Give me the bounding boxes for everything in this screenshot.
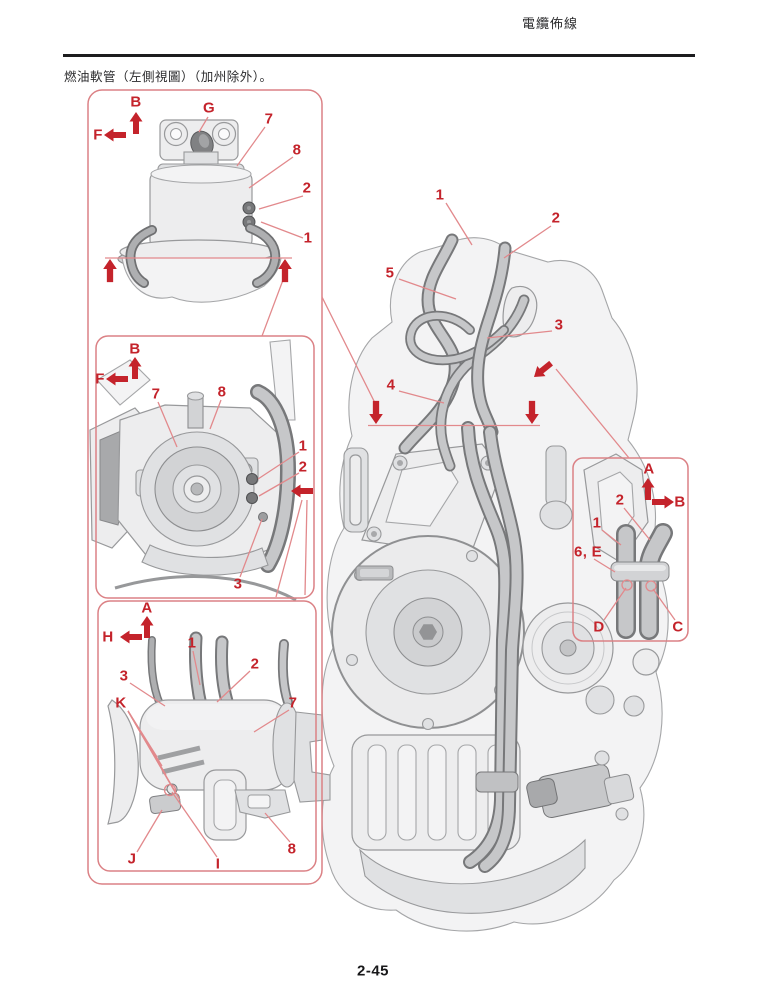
axis-label-b: B bbox=[130, 93, 142, 111]
axis-label-f: F bbox=[93, 126, 103, 144]
axis-label-a: A bbox=[643, 460, 655, 478]
callout-7: 7 bbox=[264, 110, 274, 128]
callout-3: 3 bbox=[554, 316, 564, 334]
callout-2: 2 bbox=[250, 655, 260, 673]
pump-bottom-detail-box bbox=[95, 335, 315, 599]
main-view-hoses bbox=[398, 233, 530, 873]
callout-2: 2 bbox=[302, 179, 312, 197]
axis-label-f: F bbox=[95, 370, 105, 388]
callout-3: 3 bbox=[119, 667, 129, 685]
callout-2: 2 bbox=[298, 458, 308, 476]
callout-k: K bbox=[115, 694, 127, 712]
fuel-pump-bottom-view bbox=[89, 339, 297, 602]
axis-arrow-left-f-icon bbox=[104, 128, 126, 142]
section-arrow-up-icon bbox=[103, 259, 117, 283]
page-number: 2-45 bbox=[356, 962, 390, 980]
callout-1: 1 bbox=[298, 437, 308, 455]
callout-1: 1 bbox=[303, 229, 313, 247]
outer-detail-box bbox=[87, 89, 323, 885]
canister-hose-view bbox=[107, 631, 331, 841]
callout-7: 7 bbox=[151, 385, 161, 403]
figure-caption: 燃油軟管（左側視圖）（加州除外）。 bbox=[64, 69, 273, 84]
callout-3: 3 bbox=[233, 575, 243, 593]
axis-label-h: H bbox=[102, 628, 114, 646]
callout-1: 1 bbox=[187, 634, 197, 652]
callout-1: 1 bbox=[592, 514, 602, 532]
clamp-detail-box bbox=[572, 457, 689, 642]
axis-label-a: A bbox=[141, 599, 153, 617]
callout-8: 8 bbox=[287, 840, 297, 858]
callout-g: G bbox=[203, 99, 215, 117]
detail-boxes bbox=[87, 89, 689, 885]
fuel-pump-side-view bbox=[105, 119, 292, 303]
leader-lines bbox=[127, 116, 676, 858]
axis-arrow-left-h-icon bbox=[120, 630, 142, 644]
callout-c: C bbox=[672, 618, 684, 636]
axis-label-b: B bbox=[129, 340, 141, 358]
canister-detail-box bbox=[97, 600, 317, 872]
header-divider bbox=[63, 54, 695, 57]
callout-5: 5 bbox=[385, 264, 395, 282]
callout-8: 8 bbox=[217, 383, 227, 401]
callout-2: 2 bbox=[551, 209, 561, 227]
axis-label-b: B bbox=[674, 493, 686, 511]
page-header-title: 電纜佈線 bbox=[522, 17, 579, 32]
callout-2: 2 bbox=[615, 491, 625, 509]
callout-d: D bbox=[593, 618, 605, 636]
callout-j: J bbox=[127, 850, 137, 868]
hose-clamp-detail bbox=[610, 523, 673, 640]
callout-i: I bbox=[215, 855, 221, 873]
callout-1: 1 bbox=[435, 186, 445, 204]
callout-7: 7 bbox=[288, 694, 298, 712]
callout-6e: 6, E bbox=[574, 543, 602, 561]
axis-arrow-up-b-icon bbox=[129, 112, 143, 134]
engine-left-side-view bbox=[321, 237, 669, 932]
axis-arrow-up-a-icon bbox=[140, 616, 154, 638]
callout-8: 8 bbox=[292, 141, 302, 159]
callout-4: 4 bbox=[386, 376, 396, 394]
